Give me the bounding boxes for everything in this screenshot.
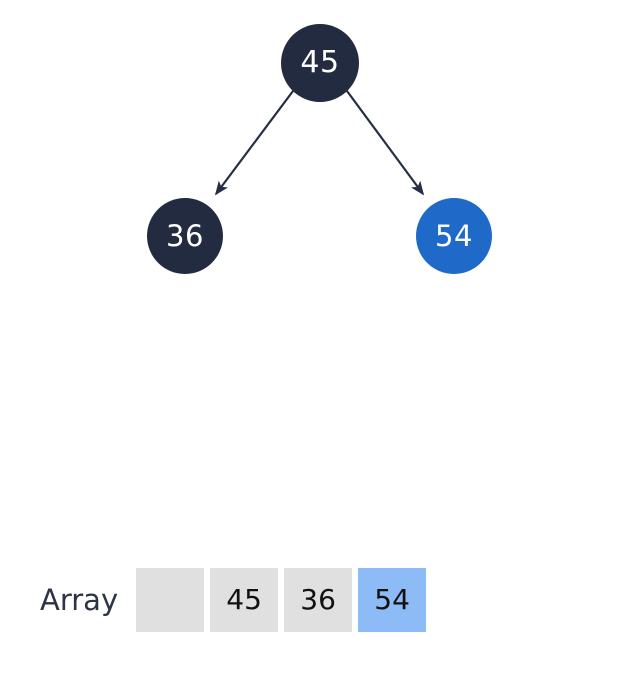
tree-edges — [214, 90, 425, 196]
array-cell-value: 45 — [226, 583, 262, 616]
tree-canvas: 45 36 54 — [147, 24, 492, 274]
edge-root-to-right — [346, 90, 425, 196]
array-cell-0[interactable] — [136, 568, 205, 632]
array-cell-list: 45 36 54 — [136, 568, 427, 632]
tree-node-left-child[interactable]: 36 — [147, 198, 223, 274]
tree-node-root[interactable]: 45 — [281, 24, 359, 102]
edge-root-to-left — [214, 90, 294, 196]
array-cell-3[interactable]: 54 — [358, 568, 427, 632]
array-cell-value: 36 — [300, 583, 336, 616]
tree-node-value: 54 — [435, 218, 473, 253]
tree-node-value: 36 — [166, 218, 204, 253]
array-strip: Array 45 36 54 — [40, 568, 427, 632]
array-label: Array — [40, 582, 119, 617]
tree-node-value: 45 — [300, 45, 340, 80]
array-cell-value: 54 — [374, 583, 410, 616]
tree-node-right-child[interactable]: 54 — [416, 198, 492, 274]
array-cell-2[interactable]: 36 — [284, 568, 353, 632]
array-cell-1[interactable]: 45 — [210, 568, 279, 632]
